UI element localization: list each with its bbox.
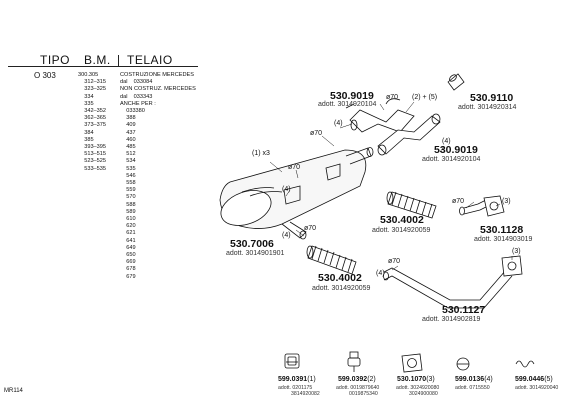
callout-tag: (4) <box>442 138 451 145</box>
part-number: 530.7006 <box>230 238 274 250</box>
diameter-tag: ø70 <box>452 198 465 205</box>
accessory-part-number: 530.1070(3) <box>397 376 435 383</box>
telaio-column: COSTRUZIONE MERCEDES dal 033084 NON COST… <box>120 72 196 280</box>
accessory-adott: adott. 3014920040 <box>515 385 559 391</box>
accessory-icons <box>284 351 535 373</box>
muffler-icon <box>219 147 374 240</box>
accessory-part-number: 599.0391(1) <box>278 376 316 383</box>
accessory-part-number: 599.0446(5) <box>515 376 553 383</box>
part-number: 530.9019 <box>330 90 374 102</box>
part-number: 530.9110 <box>470 92 514 104</box>
part-adott: adott. 3014920104 <box>422 156 481 163</box>
bm-column: 300.305 312–315 323–325 334 335 342–352 … <box>78 72 106 172</box>
part-number: 530.1128 <box>480 224 524 236</box>
accessory-part-number: 599.0392(2) <box>338 376 376 383</box>
part-adott: adott. 3014920314 <box>458 104 517 111</box>
leader-lines <box>269 101 513 271</box>
callout-tag: (4) <box>376 270 385 277</box>
header-divider <box>8 66 198 67</box>
callout-tag: (3) <box>512 248 521 255</box>
diameter-tag: ø70 <box>386 94 399 101</box>
part-number: 530.4002 <box>380 214 424 226</box>
tipo-value: O 303 <box>34 71 56 80</box>
flange-pipe-1128-icon <box>459 195 505 217</box>
callout-tag: (3) <box>502 198 511 205</box>
flex-hose-right-icon <box>386 191 437 219</box>
footer-code: MR114 <box>4 388 23 394</box>
callout-tag: (1) x3 <box>252 150 270 157</box>
pipe-9019-lower-icon <box>377 113 441 156</box>
part-number: 530.1127 <box>442 304 486 316</box>
header-tipo: TIPO <box>40 53 71 67</box>
flex-hose-lower-icon <box>306 245 357 275</box>
part-adott: adott. 3014901901 <box>226 250 285 257</box>
part-adott: adott. 3014920059 <box>372 227 431 234</box>
header-telaio: TELAIO <box>127 53 173 67</box>
callout-tag: (2) + (5) <box>412 94 438 101</box>
accessory-adott: adott. 0019879640 0019875340 <box>336 385 380 398</box>
callout-tag: (4) <box>282 232 291 239</box>
diameter-tag: ø70 <box>388 258 401 265</box>
callout-tag: (4) <box>282 186 291 193</box>
pipe-9019-top-icon <box>345 98 415 133</box>
diameter-tag: ø70 <box>310 130 323 137</box>
part-adott: adott. 3014920104 <box>318 101 377 108</box>
callout-tag: (4) <box>334 120 343 127</box>
part-adott: adott. 3014902819 <box>422 316 481 323</box>
header-bm: B.M. <box>84 53 111 67</box>
accessory-adott: adott. 3024920080 3024900080 <box>396 385 440 398</box>
accessory-adott: adott. 0201175 3814920082 <box>278 385 320 398</box>
accessory-adott: adott. 0715550 <box>455 385 490 391</box>
header-separator <box>118 55 119 67</box>
part-adott: adott. 3014903019 <box>474 236 533 243</box>
long-pipe-1127-icon <box>383 255 523 309</box>
diameter-tag: ø70 <box>304 225 317 232</box>
diameter-tag: ø70 <box>288 164 301 171</box>
part-number: 530.4002 <box>318 272 362 284</box>
sleeve-9110-icon <box>447 73 465 91</box>
part-adott: adott. 3014920059 <box>312 285 371 292</box>
accessory-part-number: 599.0136(4) <box>455 376 493 383</box>
part-number: 530.9019 <box>434 144 478 156</box>
